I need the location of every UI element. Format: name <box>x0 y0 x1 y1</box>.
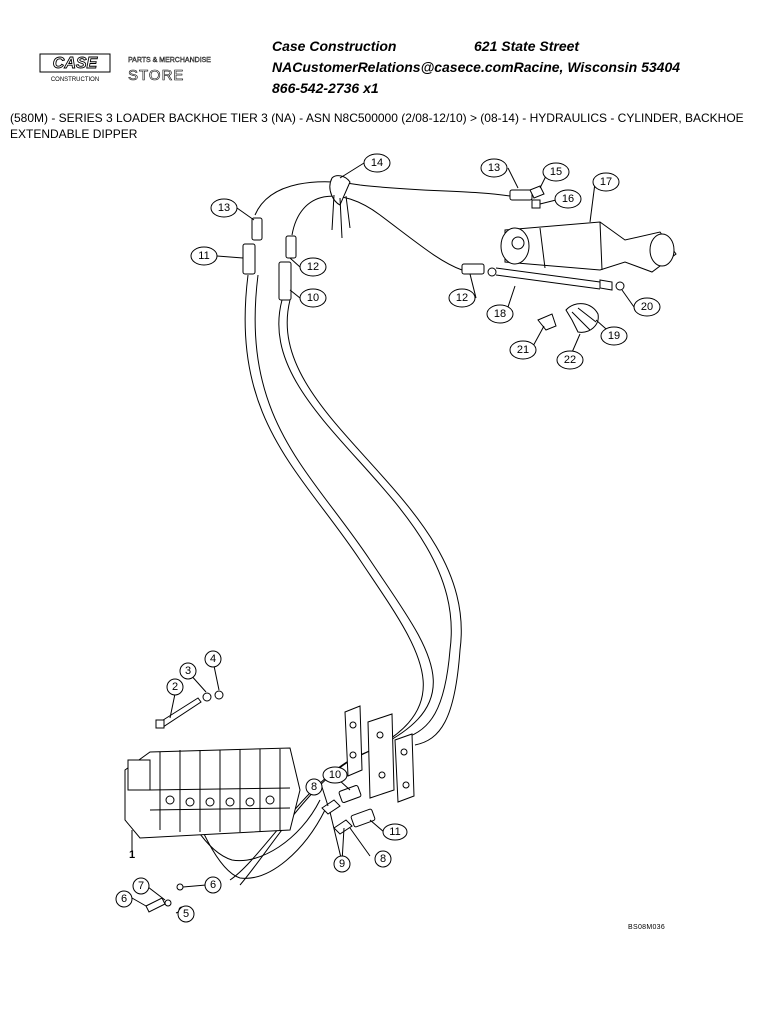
svg-text:11: 11 <box>389 826 400 838</box>
svg-text:14: 14 <box>371 157 383 169</box>
case-store-logo: CASE CONSTRUCTION PARTS & MERCHANDISE ST… <box>38 52 248 86</box>
callout-15[interactable]: 15 <box>542 162 570 182</box>
dipper-cylinder <box>500 185 677 273</box>
company-name: Case Construction <box>272 38 397 54</box>
brand-subtext: CONSTRUCTION <box>51 77 99 83</box>
callout-8-upper[interactable]: 8 <box>305 778 323 796</box>
svg-text:7: 7 <box>138 880 144 892</box>
callout-18[interactable]: 18 <box>486 304 514 324</box>
svg-text:22: 22 <box>564 354 576 366</box>
svg-text:6: 6 <box>121 893 127 905</box>
callout-10-lower[interactable]: 10 <box>322 766 348 784</box>
control-valve-1 <box>124 747 301 852</box>
svg-text:12: 12 <box>456 292 468 304</box>
callout-17[interactable]: 17 <box>592 172 620 192</box>
city-address: Racine, Wisconsin 53404 <box>513 59 681 75</box>
svg-text:10: 10 <box>307 292 319 304</box>
svg-text:18: 18 <box>494 308 506 320</box>
svg-text:10: 10 <box>329 769 341 781</box>
callout-9[interactable]: 9 <box>333 855 351 873</box>
callout-7[interactable]: 7 <box>132 877 150 895</box>
svg-text:9: 9 <box>339 858 345 870</box>
svg-text:16: 16 <box>562 193 574 205</box>
contact-header: Case Construction 621 State Street NACus… <box>272 36 752 99</box>
leader-lines <box>131 162 635 914</box>
callout-11-upper[interactable]: 11 <box>190 246 218 266</box>
svg-text:11: 11 <box>198 250 209 262</box>
store-logo: PARTS & MERCHANDISE STORE <box>128 57 212 85</box>
block-21 <box>537 313 557 331</box>
drawing-code: BS08M036 <box>628 924 666 931</box>
breadcrumb: (580M) - SERIES 3 LOADER BACKHOE TIER 3 … <box>10 111 744 141</box>
callout-14[interactable]: 14 <box>363 153 391 173</box>
callout-8-lower[interactable]: 8 <box>374 850 392 868</box>
callout-22[interactable]: 22 <box>556 350 584 370</box>
callout-20[interactable]: 20 <box>633 297 661 317</box>
callout-12-cylinder[interactable]: 12 <box>448 288 476 308</box>
fitting-12-cylinder <box>461 263 485 275</box>
hose-upper-right-b <box>278 299 452 739</box>
upper-fittings <box>242 217 297 301</box>
callout-6-right[interactable]: 6 <box>204 876 222 894</box>
hose-upper-right <box>286 299 462 746</box>
manifold-plates <box>344 705 415 803</box>
store-bottom-text: STORE <box>128 67 184 84</box>
svg-text:5: 5 <box>183 908 189 920</box>
svg-text:2: 2 <box>172 681 178 693</box>
svg-text:20: 20 <box>641 301 653 313</box>
svg-text:21: 21 <box>517 344 529 356</box>
callout-13-left[interactable]: 13 <box>210 198 238 218</box>
svg-text:3: 3 <box>185 665 191 677</box>
fitting-15 <box>529 185 545 199</box>
svg-text:12: 12 <box>307 261 319 273</box>
svg-text:8: 8 <box>380 853 386 865</box>
phone-number: 866-542-2736 x1 <box>272 80 379 96</box>
svg-text:1: 1 <box>129 849 135 861</box>
o-ring-20 <box>615 281 625 291</box>
callout-3[interactable]: 3 <box>179 662 197 680</box>
callout-21[interactable]: 21 <box>509 340 537 360</box>
svg-text:13: 13 <box>488 162 500 174</box>
callout-1[interactable]: 1 <box>129 849 135 861</box>
fitting-10-upper <box>278 261 292 301</box>
store-top-text: PARTS & MERCHANDISE <box>128 57 211 64</box>
callout-2[interactable]: 2 <box>166 678 184 696</box>
svg-text:8: 8 <box>311 781 317 793</box>
svg-text:13: 13 <box>218 202 230 214</box>
callout-6-left[interactable]: 6 <box>115 890 133 908</box>
fitting-16 <box>531 199 541 209</box>
svg-text:15: 15 <box>550 166 562 178</box>
clamp-22 <box>537 303 599 333</box>
rod-tube-18 <box>461 263 625 291</box>
case-logo: CASE CONSTRUCTION <box>39 53 111 83</box>
hydraulic-hoses <box>159 181 511 886</box>
fitting-11-upper <box>242 243 256 275</box>
hose-top-to-cylinder <box>254 181 511 216</box>
street-address: 621 State Street <box>474 38 580 54</box>
lower-adapters <box>321 785 376 835</box>
brand-text: CASE <box>53 55 99 72</box>
callout-19[interactable]: 19 <box>600 326 628 346</box>
callout-16[interactable]: 16 <box>554 189 582 209</box>
svg-text:4: 4 <box>210 653 216 665</box>
email-address[interactable]: NACustomerRelations@casece.com <box>272 59 514 75</box>
callout-10-upper[interactable]: 10 <box>299 288 327 308</box>
callout-5[interactable]: 5 <box>177 905 195 923</box>
fitting-13-cylinder <box>509 189 533 201</box>
fitting-13-upper <box>251 217 263 241</box>
svg-text:6: 6 <box>210 879 216 891</box>
lower-fittings-5-6-7 <box>145 883 186 914</box>
bolt-set-2-3-4 <box>155 690 224 729</box>
callout-13-cylinder[interactable]: 13 <box>480 158 508 178</box>
callout-4[interactable]: 4 <box>204 650 222 668</box>
callout-11-lower[interactable]: 11 <box>382 823 408 841</box>
svg-text:19: 19 <box>608 330 620 342</box>
svg-text:17: 17 <box>600 176 612 188</box>
callout-12-upper[interactable]: 12 <box>299 257 327 277</box>
hose-upper-left-b <box>239 274 434 886</box>
hose-clamp-14 <box>329 175 351 239</box>
fitting-12-upper <box>285 235 297 259</box>
hose-top-to-rod <box>291 195 463 271</box>
